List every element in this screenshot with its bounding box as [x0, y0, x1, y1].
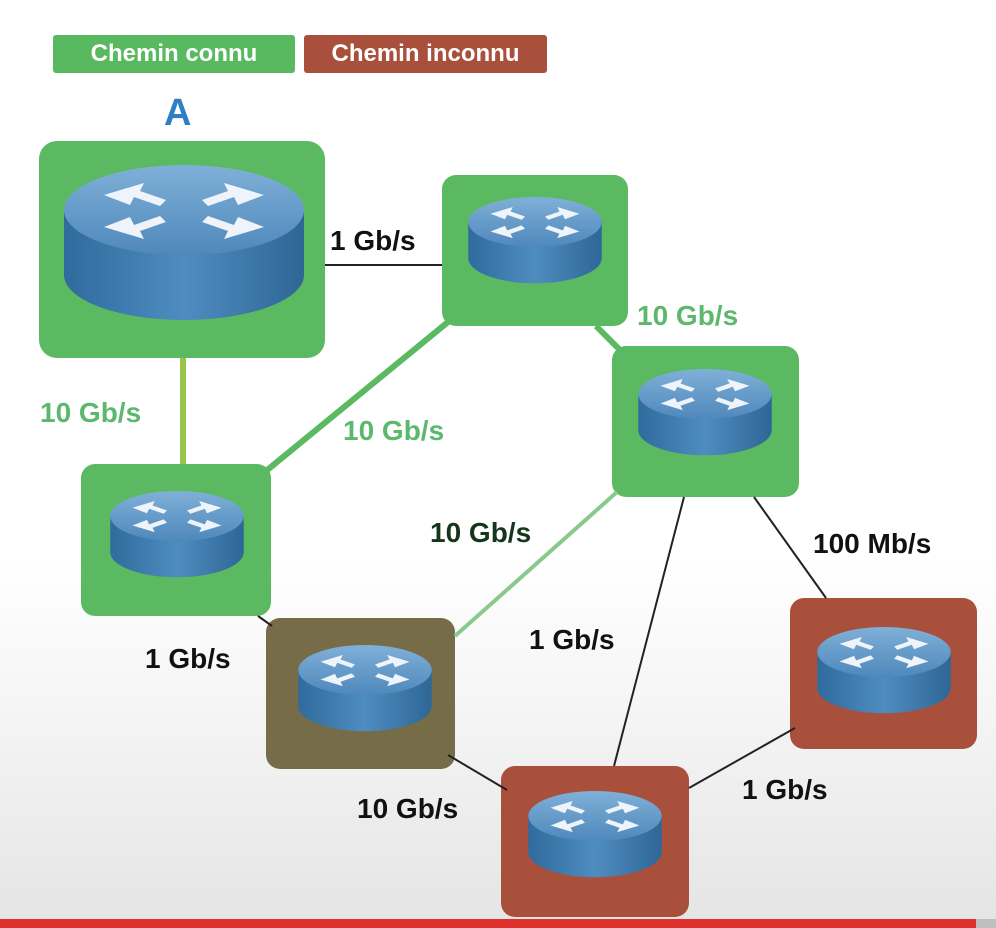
- legend-unknown-path: Chemin inconnu: [304, 35, 547, 73]
- link-right-bottom-right: [753, 496, 827, 599]
- router-icon: [528, 791, 662, 878]
- router-icon: [64, 165, 304, 320]
- legend-known-path: Chemin connu: [53, 35, 295, 73]
- link-label-middle-right: 10 Gb/s: [430, 517, 532, 548]
- router-icon: [298, 645, 432, 732]
- link-label-right-bottom-right: 100 Mb/s: [813, 528, 932, 559]
- link-label-left-middle: 1 Gb/s: [145, 643, 231, 674]
- link-middle-right: [453, 490, 619, 638]
- link-right-bottom: [613, 496, 685, 767]
- link-label-a-left: 10 Gb/s: [40, 397, 142, 428]
- node-label-a: A: [164, 92, 192, 134]
- router-icon: [638, 369, 772, 456]
- router-icon: [817, 627, 951, 714]
- link-label-top-center-right: 10 Gb/s: [637, 300, 739, 331]
- link-label-right-bottom: 1 Gb/s: [529, 624, 615, 655]
- router-icon: [468, 197, 602, 284]
- link-left-middle: [257, 615, 273, 627]
- link-middle-bottom: [447, 754, 508, 791]
- link-label-bottom-bottom-right: 1 Gb/s: [742, 774, 828, 805]
- link-bottom-bottom-right: [688, 727, 796, 789]
- progress-bar-remaining: [976, 919, 996, 928]
- link-label-a-top-center: 1 Gb/s: [330, 225, 416, 256]
- progress-bar[interactable]: [0, 919, 976, 928]
- link-left-top-center: [264, 319, 450, 474]
- link-top-center-right: [593, 323, 623, 353]
- router-icon: [110, 491, 244, 578]
- link-label-left-top-center: 10 Gb/s: [343, 415, 445, 446]
- link-label-middle-bottom: 10 Gb/s: [357, 793, 459, 824]
